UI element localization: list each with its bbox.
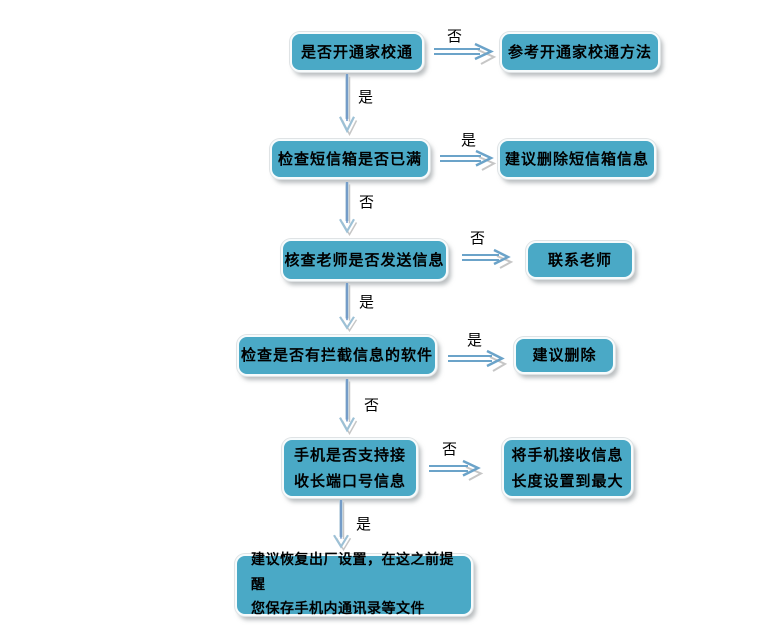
arrow-right-icon: [432, 41, 498, 65]
edge-label-no: 否: [359, 193, 375, 211]
flow-node-verify-teacher-sent: 核查老师是否发送信息: [281, 239, 448, 281]
arrow-down-icon: [330, 500, 354, 551]
flow-node-check-jiaxiaotong-opened: 是否开通家校通: [290, 32, 424, 72]
arrow-down-icon: [336, 379, 360, 435]
flow-node-check-inbox-full: 检查短信箱是否已满: [270, 139, 430, 179]
edge-label-no: 否: [447, 27, 463, 45]
arrow-right-icon: [438, 148, 498, 171]
arrow-down-icon: [336, 182, 360, 236]
arrow-right-icon: [446, 348, 509, 372]
flow-node-suggest-delete-inbox: 建议删除短信箱信息: [498, 139, 656, 179]
arrow-down-icon: [336, 283, 360, 332]
flow-node-contact-teacher: 联系老师: [526, 241, 634, 279]
arrow-down-icon: [336, 74, 360, 136]
edge-label-no: 否: [470, 229, 486, 247]
edge-label-yes: 是: [358, 88, 374, 106]
edge-label-no: 否: [442, 440, 458, 458]
arrow-right-icon: [460, 247, 515, 269]
flow-node-check-blocking-software: 检查是否有拦截信息的软件: [237, 335, 437, 376]
flow-node-set-max-receive-length: 将手机接收信息 长度设置到最大: [502, 438, 633, 498]
flow-node-factory-reset-advice: 建议恢复出厂设置，在这之前提醒 您保存手机内通讯录等文件: [235, 552, 473, 617]
flow-node-suggest-delete: 建议删除: [514, 337, 615, 374]
edge-label-yes: 是: [461, 131, 477, 149]
flow-node-refer-opening-method: 参考开通家校通方法: [500, 32, 660, 72]
flow-node-check-long-port-support: 手机是否支持接 收长端口号信息: [282, 438, 418, 498]
edge-label-yes: 是: [467, 331, 483, 349]
edge-label-yes: 是: [356, 515, 372, 533]
edge-label-no: 否: [364, 396, 380, 414]
arrow-right-icon: [427, 458, 485, 481]
edge-label-yes: 是: [359, 293, 375, 311]
